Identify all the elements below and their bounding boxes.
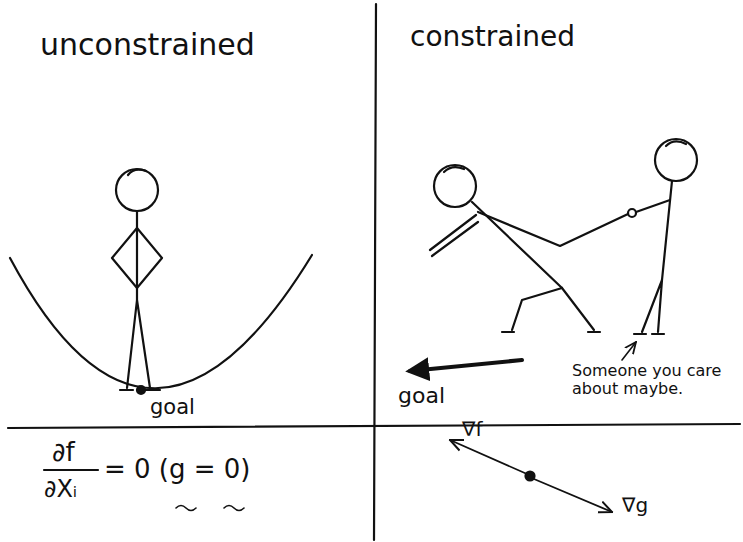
panel-heading: unconstrained (40, 28, 255, 61)
tilde-mark (224, 506, 244, 511)
gradient-label: ∇f (462, 418, 482, 440)
divider-line (8, 424, 740, 428)
math-equation: = 0 (g = 0) (104, 455, 251, 484)
annotation-note: Someone you care about maybe. (572, 362, 732, 397)
divider-line (374, 4, 376, 540)
stick-figure (112, 169, 162, 390)
goal-label: goal (150, 396, 195, 419)
math-term: ∂f (52, 438, 75, 467)
goal-label: goal (398, 384, 445, 408)
stick-figure (628, 139, 697, 334)
fraction-bar (44, 469, 98, 471)
math-term: ∂Xᵢ (44, 476, 77, 502)
panel-heading: constrained (410, 22, 575, 53)
pointer-arrow (622, 342, 636, 360)
tilde-mark (176, 506, 196, 511)
leaning-figure (430, 165, 628, 332)
gradient-label: ∇g (622, 494, 648, 516)
direction-arrow (410, 360, 522, 371)
gradient-arrow (450, 440, 527, 474)
gradient-arrow (534, 479, 612, 512)
goal-dot (137, 386, 145, 394)
bowl-curve (10, 255, 312, 388)
